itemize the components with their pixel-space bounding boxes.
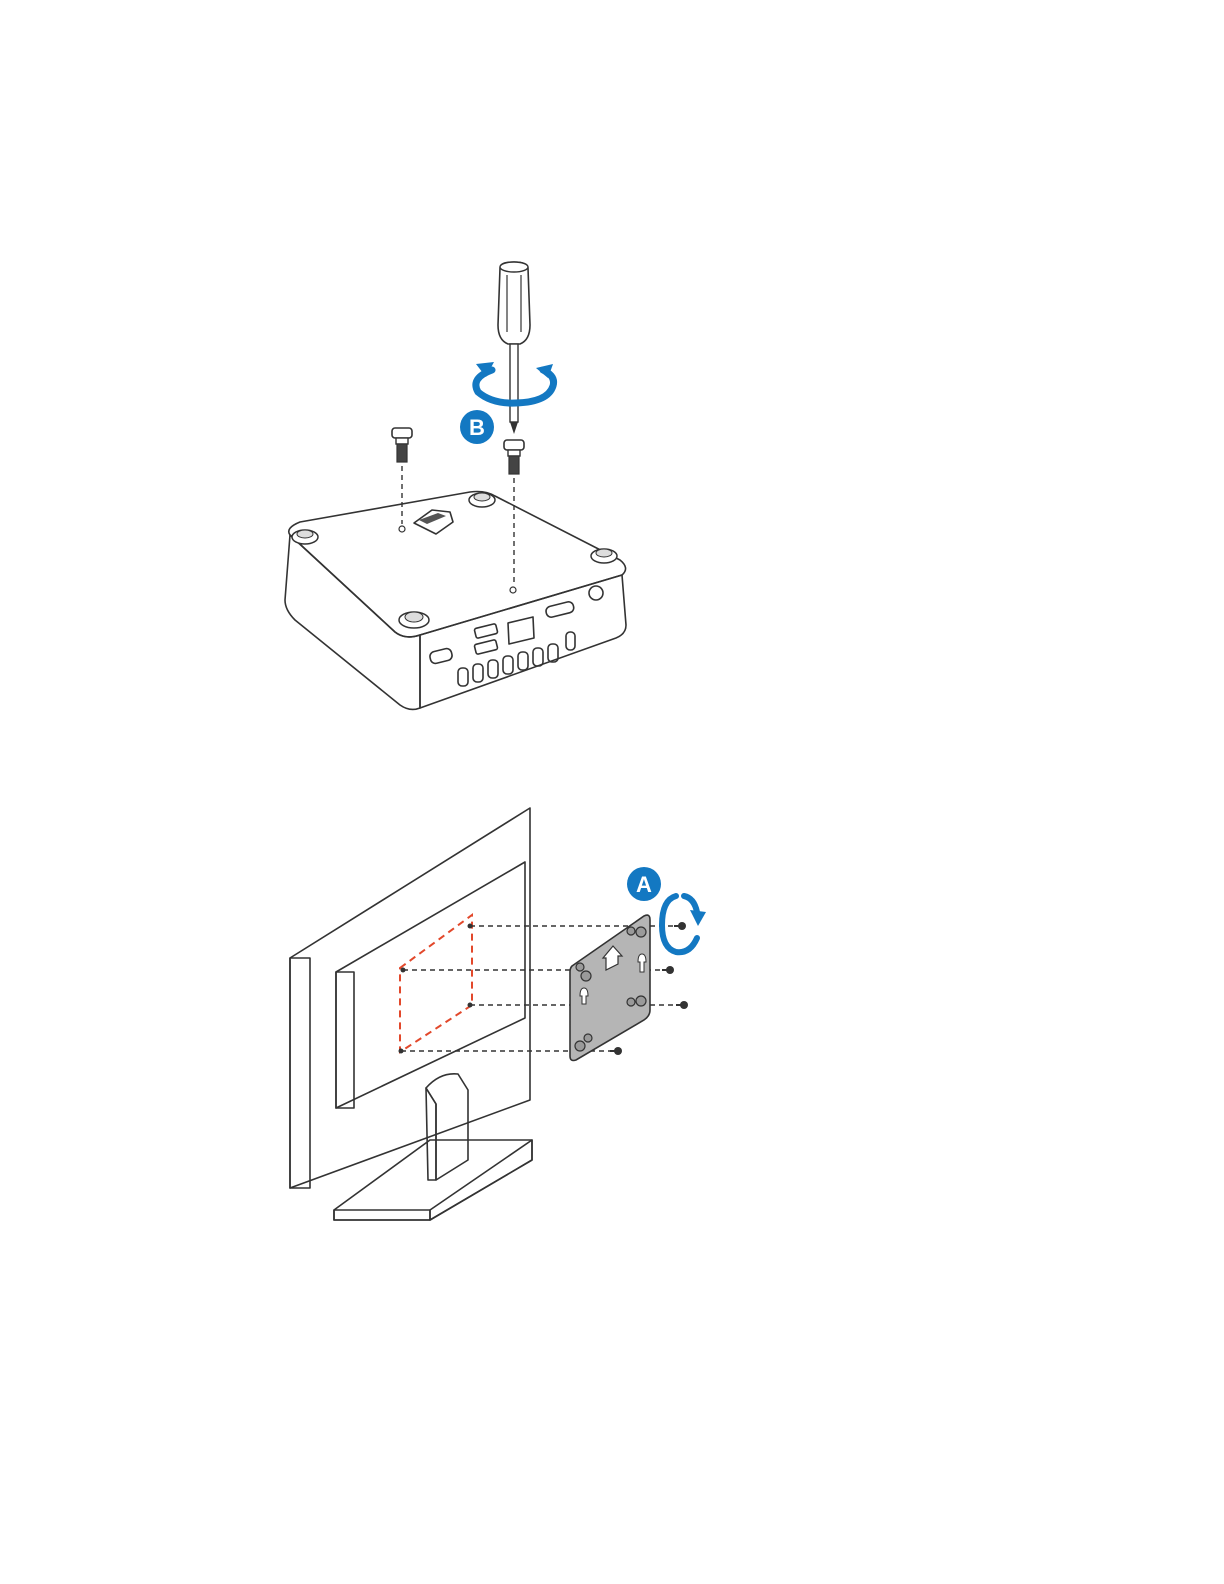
figure-step-b: B (0, 0, 1224, 780)
mount-hole (468, 1003, 473, 1008)
rubber-foot (469, 493, 495, 507)
screw-icon (392, 428, 412, 462)
mount-hole (468, 924, 473, 929)
rubber-foot (591, 549, 617, 563)
rear-ports (429, 586, 603, 686)
screw-icon (676, 1001, 688, 1009)
base-arrow-label (414, 510, 453, 534)
mount-hole (399, 1049, 404, 1054)
vesa-plate-icon (570, 915, 650, 1060)
mount-hole (401, 968, 406, 973)
rubber-foot (399, 612, 429, 628)
monitor-icon (290, 808, 532, 1220)
mini-pc-chassis (285, 492, 626, 710)
step-badge-b: B (460, 410, 494, 444)
svg-text:B: B (469, 415, 485, 440)
screw-icon (662, 966, 674, 974)
vesa-mount-outline (400, 915, 472, 1052)
screw-hole (510, 587, 516, 593)
screwdriver-icon (498, 262, 530, 434)
step-badge-a: A (627, 867, 661, 901)
svg-text:A: A (636, 872, 652, 897)
screw-hole (399, 526, 405, 532)
screw-icon (610, 1047, 622, 1055)
screw-icon (674, 922, 686, 930)
rotate-arrow-icon (662, 896, 706, 952)
screw-icon (504, 440, 524, 474)
rubber-foot (292, 530, 318, 544)
